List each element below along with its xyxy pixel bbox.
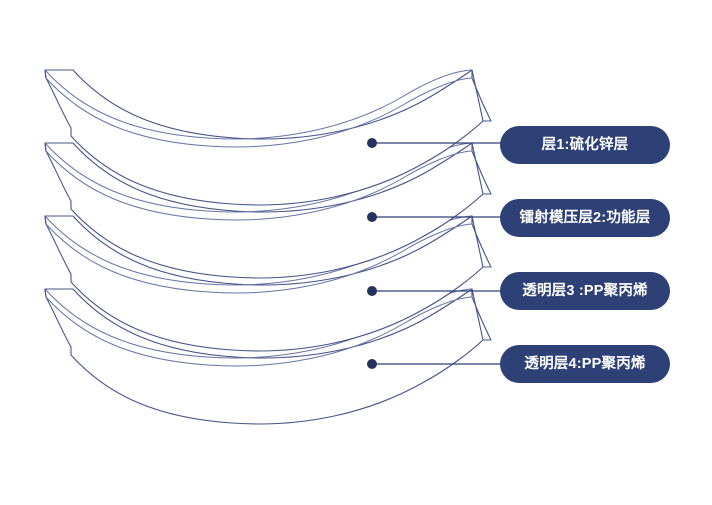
leader-group-2 bbox=[367, 212, 512, 222]
leader-dot-4 bbox=[367, 359, 377, 369]
sheet-top-crease-1 bbox=[44, 69, 473, 140]
leader-dot-3 bbox=[367, 286, 377, 296]
sheet-right-edge-3 bbox=[471, 215, 484, 268]
sheet-left-edge-2 bbox=[44, 142, 47, 152]
sheet-right-edge-4 bbox=[471, 288, 484, 341]
layer-label-text-2: 镭射模压层2:功能层 bbox=[519, 209, 651, 226]
layer-label-text-4: 透明层4:PP聚丙烯 bbox=[524, 355, 646, 372]
leader-dot-1 bbox=[367, 138, 377, 148]
sheet-inner-crease-4 bbox=[45, 296, 473, 367]
sheet-inner-crease-1 bbox=[45, 77, 473, 148]
sheet-left-edge-3 bbox=[44, 215, 47, 225]
leader-group-4 bbox=[367, 359, 512, 369]
layer-label-pill-2[interactable]: 镭射模压层2:功能层 bbox=[500, 199, 670, 237]
sheet-layer-1 bbox=[44, 69, 492, 206]
layer-label-pill-3[interactable]: 透明层3 :PP聚丙烯 bbox=[500, 272, 670, 310]
layer-label-text-3: 透明层3 :PP聚丙烯 bbox=[522, 282, 648, 299]
sheet-left-edge-4 bbox=[44, 288, 47, 298]
sheet-left-edge-1 bbox=[44, 69, 47, 79]
layer-label-text-1: 层1:硫化锌层 bbox=[541, 136, 629, 153]
layer-label-pill-4[interactable]: 透明层4:PP聚丙烯 bbox=[500, 345, 670, 383]
leader-group-1 bbox=[367, 138, 512, 148]
sheet-right-edge-2 bbox=[471, 142, 484, 195]
sheet-inner-crease-2 bbox=[45, 150, 473, 221]
layer-label-pill-1[interactable]: 层1:硫化锌层 bbox=[500, 126, 670, 164]
sheet-layer-3 bbox=[44, 215, 492, 352]
sheet-inner-crease-3 bbox=[45, 223, 473, 294]
leader-dot-2 bbox=[367, 212, 377, 222]
sheet-right-edge-1 bbox=[471, 69, 484, 122]
leader-group-3 bbox=[367, 286, 512, 296]
